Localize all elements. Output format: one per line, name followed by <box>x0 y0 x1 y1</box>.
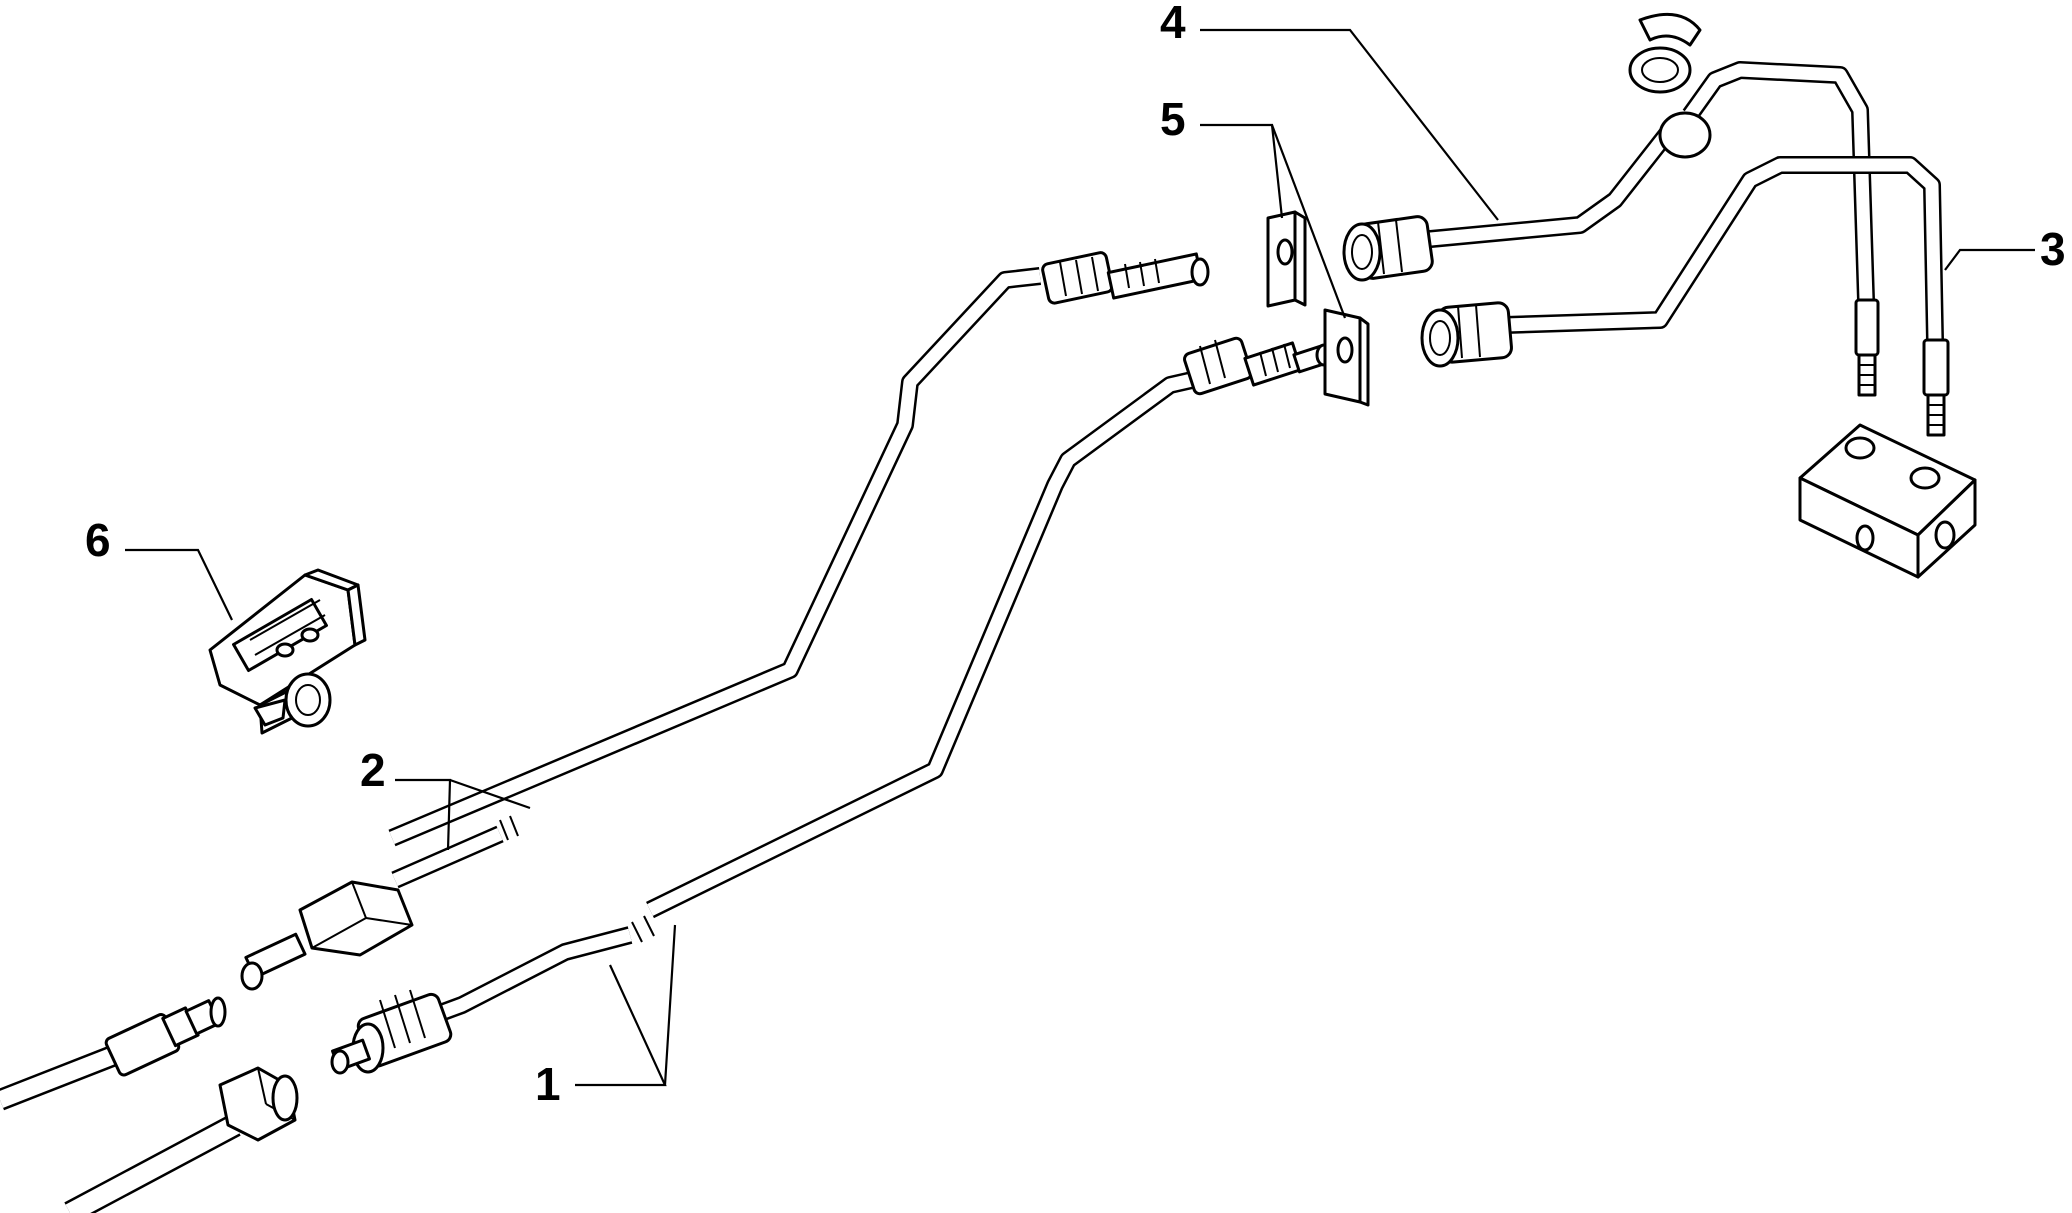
flex-hose-left <box>0 996 227 1111</box>
callout-2: 2 <box>360 744 386 796</box>
pipe-part-2[interactable] <box>240 251 1210 991</box>
callout-3: 3 <box>2040 223 2066 275</box>
pipe-4-nut <box>1342 215 1434 282</box>
junction-block <box>1798 423 1977 579</box>
pipe-1-rear-fitting <box>330 989 453 1075</box>
callout-5: 5 <box>1160 93 1186 145</box>
pipe-4-clip <box>1628 12 1712 159</box>
pipe-4-end-fitting <box>1854 298 1880 397</box>
clip-part-5-lower[interactable] <box>1323 308 1370 407</box>
callout-4: 4 <box>1160 0 1186 48</box>
clip-part-5-upper[interactable] <box>1266 210 1307 308</box>
pipe-3-nut <box>1420 301 1513 368</box>
pipe-2-rear-nut <box>240 880 414 991</box>
pipe-part-4[interactable] <box>1342 12 1880 397</box>
bracket-part-6[interactable] <box>208 568 367 735</box>
callout-6: 6 <box>85 514 111 566</box>
pipe-part-1[interactable] <box>330 336 1333 1075</box>
pipe-3-end-fitting <box>1922 338 1950 437</box>
pipe-1-front-fitting <box>1183 336 1333 396</box>
leader-lines <box>125 28 2035 1087</box>
pipe-part-3[interactable] <box>1420 156 1950 437</box>
callout-1: 1 <box>535 1058 561 1110</box>
pipe-2-front-fitting <box>1041 251 1210 305</box>
flex-hose-right <box>64 1066 299 1213</box>
